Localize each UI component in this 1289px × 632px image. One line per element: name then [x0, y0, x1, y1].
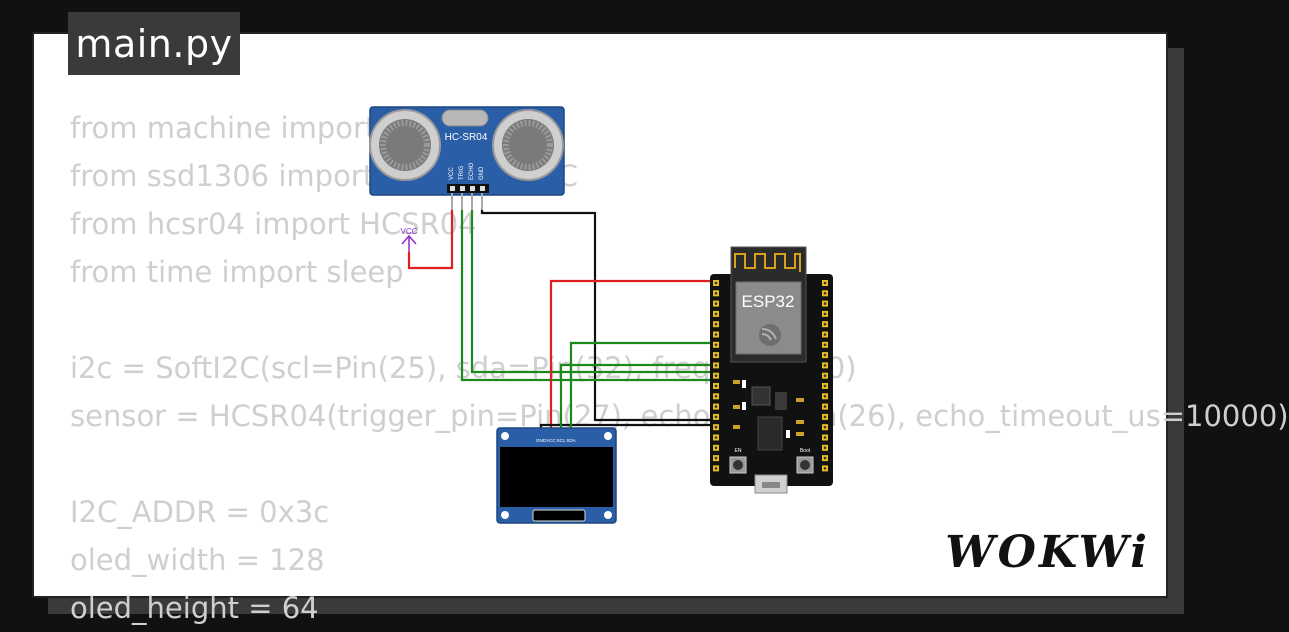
sensor-pin-echo-label: ECHO [469, 162, 475, 180]
sensor-pin-vcc-label: VCC [449, 167, 455, 180]
oled-pin-sda-label: SDA [566, 438, 575, 443]
oled-pin-gnd-label: GND [536, 438, 547, 443]
code-line: I2C_ADDR = 0x3c [70, 495, 330, 529]
code-line: oled_height = 64 [70, 591, 319, 625]
code-line: oled_width = 128 [70, 543, 325, 577]
sensor-pin-legs [451, 193, 483, 210]
wire-sensor-trig [460, 210, 720, 382]
wires [407, 210, 720, 432]
wire-sensor-vcc [407, 210, 454, 270]
esp32-label: ESP32 [742, 292, 795, 311]
circuit-diagram: HC-SR04 VCC TRIG ECHO GND VCC [369, 106, 833, 524]
esp32-pins-right [822, 280, 828, 472]
code-line: from hcsr04 import HCSR04 [70, 207, 477, 241]
sensor-pin-trig-label: TRIG [459, 165, 465, 180]
wire-sensor-echo [470, 210, 720, 374]
vcc-marker-label: VCC [401, 227, 418, 236]
sensor-label: HC-SR04 [445, 132, 488, 143]
boot-button-label: Boot [800, 448, 811, 454]
wire-oled-vcc [549, 279, 720, 432]
wire-sensor-gnd [480, 210, 720, 422]
wire-oled-sda [569, 341, 720, 432]
oled-pin-vcc-label: VCC [546, 438, 556, 443]
esp32-board[interactable]: ESP32 EN [710, 246, 833, 494]
en-button[interactable]: EN [729, 448, 747, 474]
hcsr04-sensor[interactable]: HC-SR04 VCC TRIG ECHO GND [369, 106, 565, 196]
espressif-logo-icon [759, 324, 781, 346]
wokwi-logo: WOKWi [945, 527, 1150, 578]
file-tab[interactable]: main.py [68, 12, 240, 75]
file-tab-title: main.py [75, 21, 233, 66]
en-button-label: EN [735, 448, 742, 454]
boot-button[interactable]: Boot [796, 448, 814, 474]
code-line: from time import sleep [70, 255, 404, 289]
sensor-pin-gnd-label: GND [479, 166, 485, 180]
esp32-pins-left [713, 280, 719, 472]
oled-display[interactable]: GND VCC SCL SDA [496, 427, 617, 524]
oled-pin-scl-label: SCL [557, 438, 566, 443]
wire-oled-scl [559, 363, 720, 432]
vcc-marker[interactable]: VCC [401, 227, 418, 252]
